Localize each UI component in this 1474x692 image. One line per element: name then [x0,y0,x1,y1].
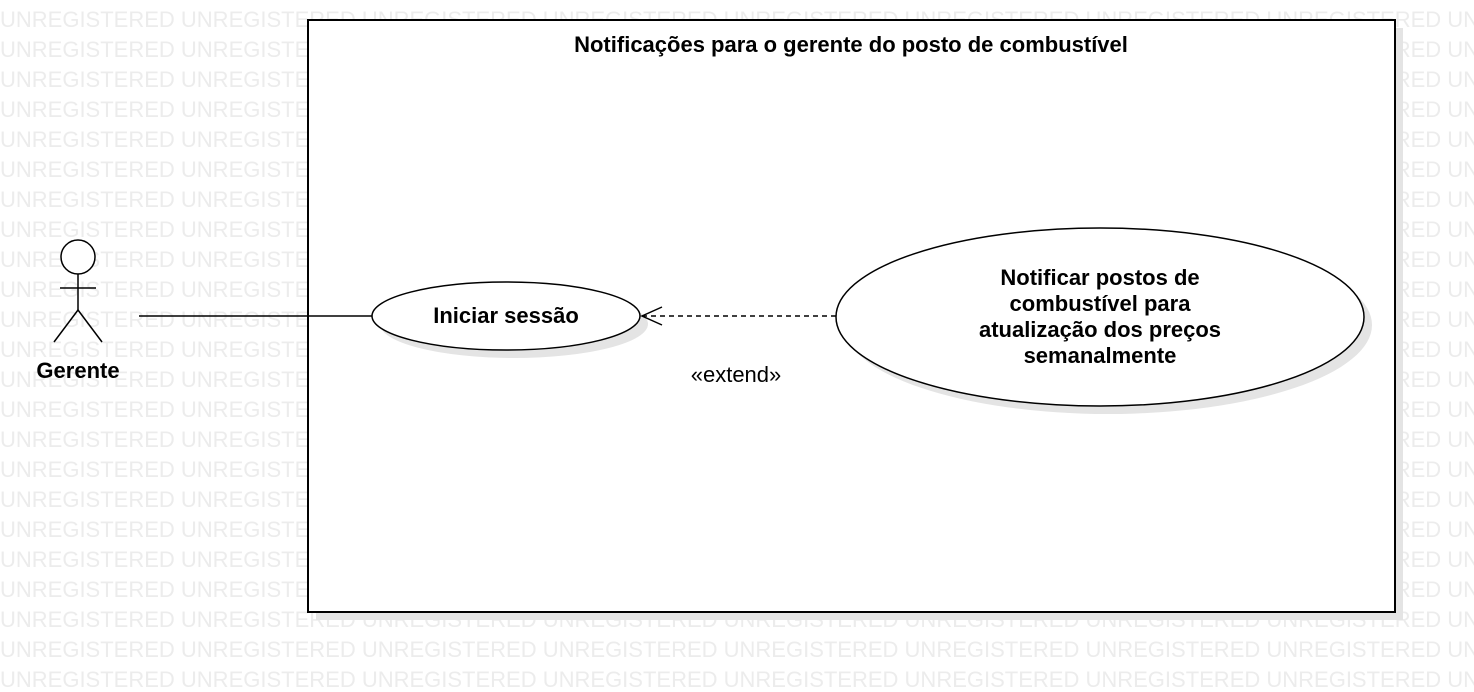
actor-head [60,239,96,275]
watermark-row: UNREGISTERED UNREGISTERED UNREGISTERED U… [0,667,1474,692]
use-case-ellipse [835,227,1365,407]
actor-name: Gerente [36,358,119,383]
use-case-label: Iniciar sessão [433,303,579,328]
actor-right-leg [77,309,103,343]
use-case-iniciar-sessao[interactable]: Iniciar sessão [371,281,648,358]
actor-left-leg [53,309,79,343]
actor-gerente[interactable] [53,239,103,343]
use-case-label-line-3: atualização dos preços [979,317,1221,342]
watermark-row: UNREGISTERED UNREGISTERED UNREGISTERED U… [0,637,1474,662]
use-case-ellipse [371,281,641,351]
use-case-label-line-1: Notificar postos de [1000,265,1199,290]
extend-arrowhead [640,306,663,326]
use-case-notificar-postos[interactable]: Notificar postos de combustível para atu… [835,227,1372,414]
extend-relationship[interactable]: «extend» [640,306,836,387]
system-title: Notificações para o gerente do posto de … [574,32,1128,57]
use-case-label-line-4: semanalmente [1024,343,1177,368]
extend-stereotype-label: «extend» [691,362,782,387]
use-case-label-line-2: combustível para [1010,291,1192,316]
